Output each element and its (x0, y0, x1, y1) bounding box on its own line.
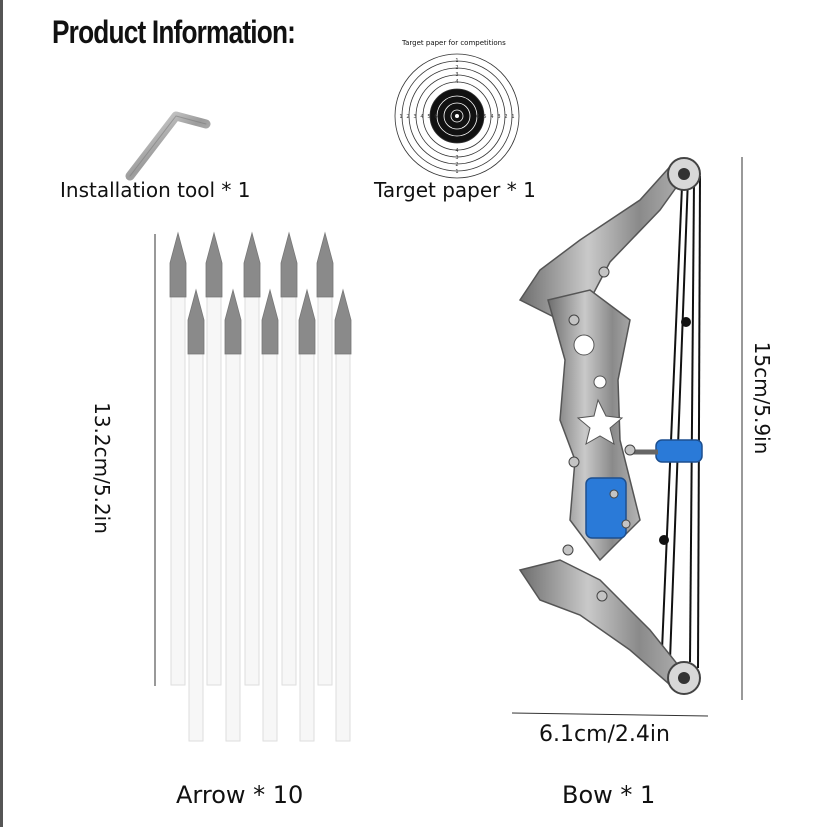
svg-text:6: 6 (434, 114, 437, 120)
arrow-8 (261, 288, 279, 742)
arrow-3 (243, 231, 261, 686)
arrow-6 (187, 288, 205, 742)
svg-text:3: 3 (497, 114, 500, 120)
svg-text:4: 4 (490, 114, 493, 120)
svg-text:2: 2 (406, 114, 409, 120)
arrow-9 (298, 288, 316, 742)
target-caption: Target paper for competitions (402, 39, 506, 47)
bow-width-dimension: 6.1cm/2.4in (539, 722, 670, 747)
svg-text:2: 2 (455, 65, 458, 71)
svg-text:4: 4 (420, 114, 423, 120)
installation-tool-label: Installation tool * 1 (60, 178, 251, 202)
svg-text:1: 1 (455, 58, 458, 64)
svg-text:2: 2 (504, 114, 507, 120)
arrow-10 (334, 288, 352, 742)
svg-text:5: 5 (427, 114, 430, 120)
svg-text:5: 5 (483, 114, 486, 120)
arrow-7 (224, 288, 242, 742)
left-edge-line (0, 0, 3, 827)
arrow-1 (169, 231, 187, 686)
svg-text:4: 4 (455, 148, 458, 154)
page-title: Product Information: (52, 14, 296, 50)
arrow-5 (316, 231, 334, 686)
svg-text:1: 1 (455, 169, 458, 175)
svg-text:6: 6 (476, 114, 479, 120)
target-paper-label: Target paper * 1 (374, 178, 536, 202)
svg-text:3: 3 (455, 72, 458, 78)
arrow-4 (280, 231, 298, 686)
svg-text:4: 4 (455, 79, 458, 85)
svg-text:2: 2 (455, 162, 458, 168)
arrow-count-label: Arrow * 10 (176, 781, 304, 809)
svg-text:3: 3 (455, 155, 458, 161)
bow-count-label: Bow * 1 (562, 781, 656, 809)
grip-blue (585, 477, 627, 539)
svg-text:3: 3 (413, 114, 416, 120)
svg-text:1: 1 (511, 114, 514, 120)
svg-text:1: 1 (399, 114, 402, 120)
arrow-2 (205, 231, 223, 686)
